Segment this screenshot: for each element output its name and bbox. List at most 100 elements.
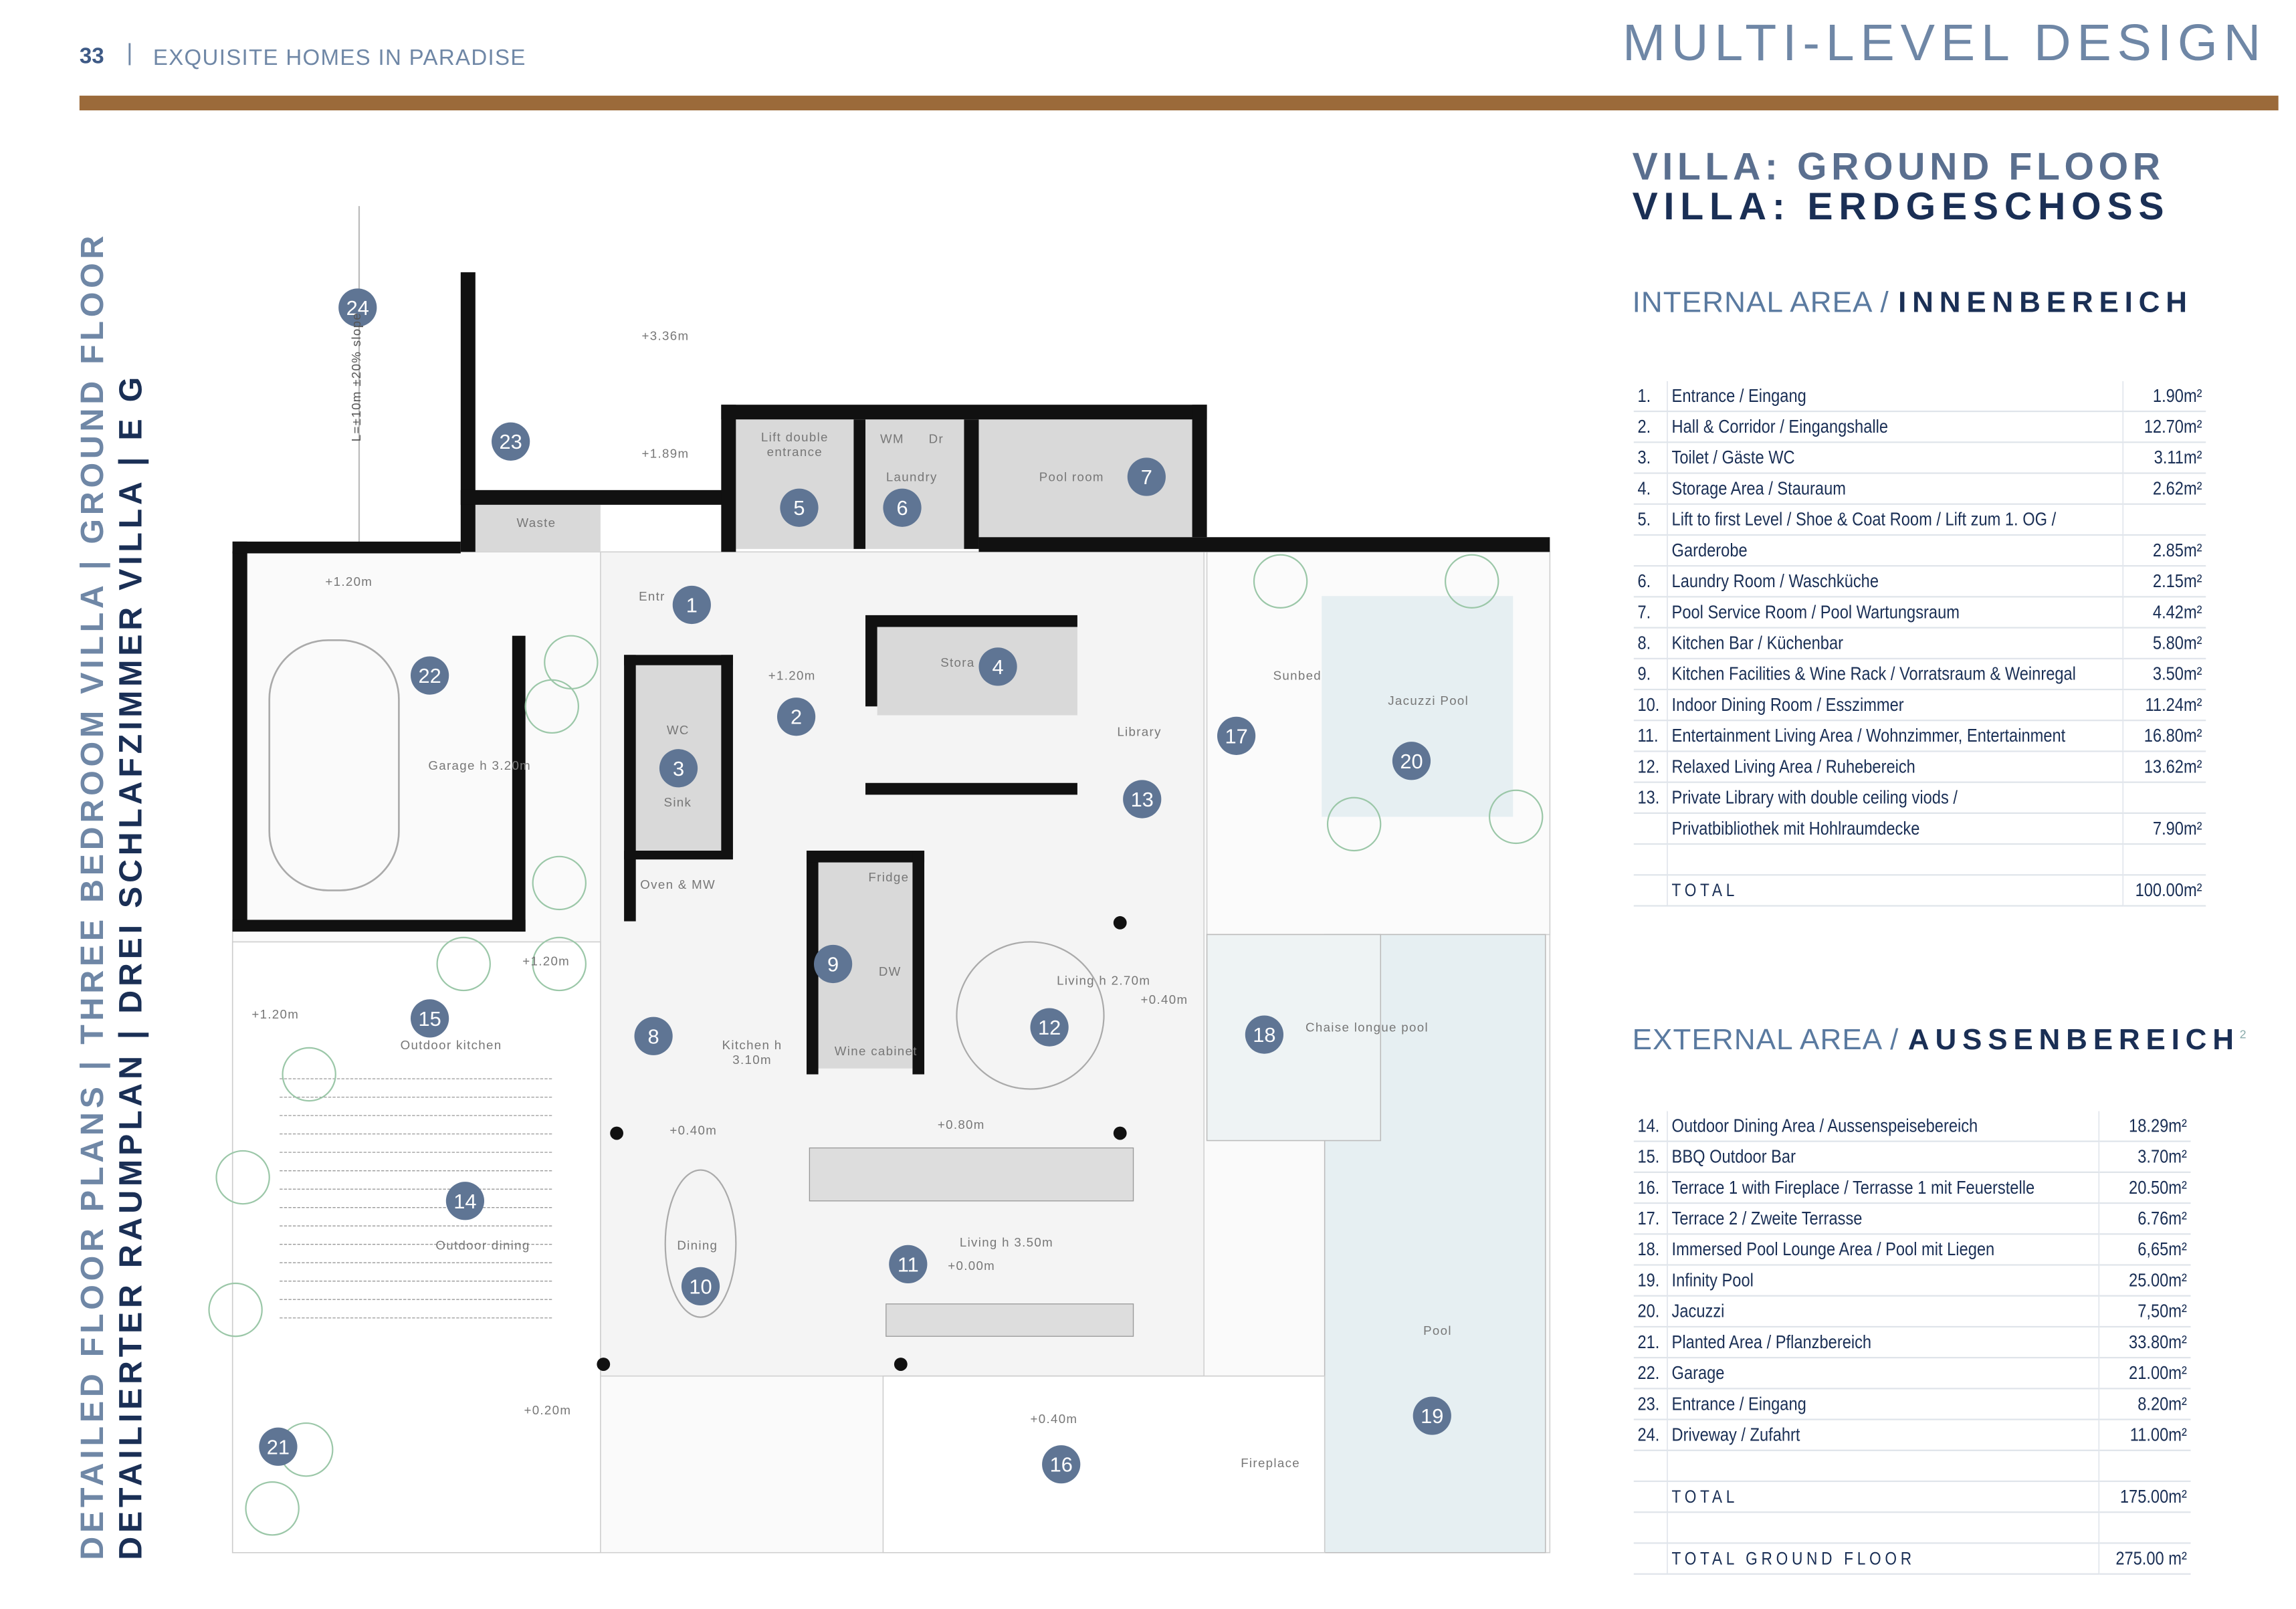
wall [865, 627, 877, 707]
wall [721, 405, 1207, 420]
plan-drawing [208, 206, 1551, 1553]
page-title: MULTI-LEVEL DESIGN [1622, 15, 2267, 72]
plant-icon [532, 936, 587, 992]
marker-circle [978, 647, 1017, 686]
row-value: 25.00m² [2097, 1265, 2191, 1297]
marker-circle [634, 1016, 673, 1055]
marker-circle [780, 488, 819, 527]
row-value [2122, 504, 2206, 536]
row-label [1667, 1450, 2099, 1483]
marker-number: 19 [1421, 1404, 1443, 1428]
row-value: 2.85m² [2122, 534, 2206, 567]
row-value: 6,65m² [2097, 1234, 2191, 1266]
table-row [1633, 844, 2206, 876]
marker-number: 8 [648, 1025, 659, 1048]
room-marker: 3 [659, 749, 698, 788]
marker-circle [776, 698, 816, 736]
wall [853, 419, 866, 549]
row-label: Immersed Pool Lounge Area / Pool mit Lie… [1667, 1234, 2099, 1266]
marker-circle [672, 585, 711, 625]
marker-circle [1030, 1008, 1069, 1047]
room-fill [865, 419, 964, 549]
row-label: Entrance / Eingang [1667, 1388, 2099, 1420]
external-area-table: 14.Outdoor Dining Area / Aussenspeiseber… [1633, 1111, 2191, 1575]
row-value: 2.62m² [2122, 473, 2206, 505]
wall [964, 419, 979, 549]
row-value: 11.00m² [2097, 1419, 2191, 1451]
plant-icon [282, 1047, 336, 1102]
room-marker: 6 [883, 488, 922, 527]
column [894, 1358, 908, 1371]
room-marker: 16 [1042, 1445, 1081, 1484]
row-number: 22. [1633, 1358, 1668, 1390]
row-label [1667, 844, 2123, 876]
row-number: 19. [1633, 1265, 1668, 1297]
room-marker: 15 [410, 999, 449, 1038]
row-label: Lift to first Level / Shoe & Coat Room /… [1667, 504, 2123, 536]
marker-number: 16 [1050, 1453, 1073, 1477]
row-label: Infinity Pool [1667, 1265, 2099, 1297]
room-fill [475, 504, 601, 552]
table-row: 16.Terrace 1 with Fireplace / Terrasse 1… [1633, 1172, 2191, 1204]
room-marker: 12 [1030, 1008, 1069, 1047]
marker-number: 21 [267, 1435, 290, 1459]
row-number: 21. [1633, 1326, 1668, 1359]
plant-icon [1444, 554, 1499, 609]
row-label: Kitchen Bar / Küchenbar [1667, 627, 2123, 659]
marker-circle [445, 1182, 485, 1220]
plant-icon [532, 855, 587, 911]
row-label: Indoor Dining Room / Esszimmer [1667, 689, 2123, 722]
villa-title-de: VILLA: ERDGESCHOSS [1632, 184, 2170, 229]
marker-number: 3 [673, 757, 684, 780]
row-value: 18.29m² [2097, 1111, 2191, 1142]
row-number [1633, 1512, 1668, 1544]
header-subtitle: EXQUISITE HOMES IN PARADISE [152, 45, 526, 71]
room-marker: 2 [776, 698, 816, 736]
plant-icon [524, 679, 579, 734]
outdoor-dining-area [231, 941, 601, 1553]
row-value: 100.00m² [2122, 875, 2206, 907]
marker-circle [338, 288, 377, 327]
row-label: Garage [1667, 1358, 2099, 1390]
row-label: Laundry Room / Waschküche [1667, 566, 2123, 598]
row-label: Storage Area / Stauraum [1667, 473, 2123, 505]
row-label: Kitchen Facilities & Wine Rack / Vorrats… [1667, 658, 2123, 691]
row-number [1633, 1543, 1668, 1575]
table-row [1633, 1512, 2191, 1544]
wall [806, 851, 819, 1075]
table-row: 13.Private Library with double ceiling v… [1633, 782, 2206, 814]
marker-number: 22 [418, 664, 441, 687]
room-marker: 21 [259, 1427, 298, 1466]
row-number [1633, 1481, 1668, 1513]
marker-circle [883, 488, 922, 527]
row-number: 12. [1633, 751, 1668, 783]
room-marker: 17 [1217, 716, 1256, 755]
row-number: 7. [1633, 597, 1668, 629]
wall [232, 541, 247, 932]
table-row: 18.Immersed Pool Lounge Area / Pool mit … [1633, 1234, 2191, 1266]
room-marker: 1 [672, 585, 711, 625]
wall [1192, 405, 1207, 538]
row-label: Entrance / Eingang [1667, 381, 2123, 413]
marker-number: 23 [500, 430, 522, 453]
plant-icon [245, 1481, 300, 1536]
row-value: 275.00 m² [2097, 1543, 2191, 1575]
row-value: 12.70m² [2122, 411, 2206, 443]
table-row: 5.Lift to first Level / Shoe & Coat Room… [1633, 504, 2206, 536]
marker-number: 7 [1141, 465, 1152, 489]
wall [232, 920, 526, 932]
marker-circle [1413, 1396, 1451, 1435]
terrace-1 [882, 1375, 1326, 1553]
row-number: 23. [1633, 1388, 1668, 1420]
